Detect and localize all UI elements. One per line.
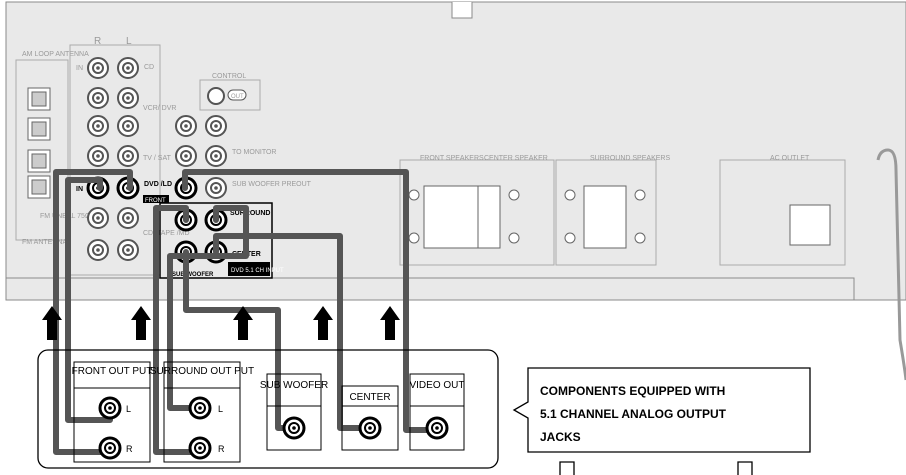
receiver-jack-l xyxy=(117,87,139,109)
video-out-label: VIDEO OUT xyxy=(409,380,464,391)
receiver-jack-r xyxy=(87,207,109,229)
dvd-ld-label: DVD /LD xyxy=(144,181,172,188)
surround-speakers-block: SURROUND SPEAKERS xyxy=(555,155,670,266)
tv-sat-label: TV / SAT xyxy=(143,155,172,162)
center-cable xyxy=(213,233,375,431)
surround-r-cable xyxy=(153,205,203,455)
component-surround-l-jack xyxy=(188,396,212,420)
receiver-jack-r xyxy=(87,145,109,167)
r-header: R xyxy=(94,36,101,47)
ac-outlet-label: AC OUTLET xyxy=(770,155,810,162)
receiver-jack-r xyxy=(87,57,109,79)
component-surround-r-jack xyxy=(188,436,212,460)
cd-tape-md-label: CD /TAPE /MD xyxy=(143,230,190,237)
l-header: L xyxy=(126,36,132,47)
surround-l-label: L xyxy=(218,404,223,414)
arrows xyxy=(42,306,400,340)
receiver-jack-r xyxy=(87,115,109,137)
receiver-jack-r xyxy=(87,87,109,109)
component-panel: FRONT OUT PUT SURROUND OUT PUT SUB WOOFE… xyxy=(37,349,499,469)
receiver-jack xyxy=(205,177,227,199)
receiver-jack-l xyxy=(117,145,139,167)
control-out-label: OUT xyxy=(231,94,244,100)
sub-woofer-preout-label: SUB WOOFER PREOUT xyxy=(232,181,312,188)
receiver-jack-l xyxy=(117,57,139,79)
receiver-jack-l xyxy=(117,207,139,229)
ac-cord xyxy=(876,148,906,381)
control-block: CONTROL OUT xyxy=(199,73,261,111)
video-cable xyxy=(182,169,435,433)
surround-label: SURROUND xyxy=(230,210,270,217)
component-subwoofer-jack xyxy=(282,416,306,440)
dvd-in-label: IN xyxy=(76,186,83,193)
center-output-label: CENTER xyxy=(349,392,390,403)
subwoofer-output-label: SUB WOOFER xyxy=(260,380,328,391)
callout-line-2: 5.1 CHANNEL ANALOG OUTPUT xyxy=(540,407,727,421)
analog-input-block: R L IN CD VCR/ DVR TV / SAT DVD /LD IN F… xyxy=(69,36,190,276)
surround-output-label-1: SURROUND OUT PUT xyxy=(150,366,254,377)
antenna-block: AM LOOP ANTENNA FM UNBAL 75Ω FM ANTENNA xyxy=(15,51,90,246)
receiver-jack-r xyxy=(87,239,109,261)
component-front-l-jack xyxy=(98,396,122,420)
vcr-dvr-label: VCR/ DVR xyxy=(143,105,176,112)
front-l-label: L xyxy=(126,404,131,414)
callout: COMPONENTS EQUIPPED WITH 5.1 CHANNEL ANA… xyxy=(512,367,811,475)
front-speakers-label: FRONT SPEAKERS xyxy=(420,155,484,162)
receiver-jack-l xyxy=(117,115,139,137)
surround-speakers-label: SURROUND SPEAKERS xyxy=(590,155,670,162)
callout-line-1: COMPONENTS EQUIPPED WITH xyxy=(540,384,725,398)
ac-outlet-block: AC OUTLET xyxy=(719,155,846,266)
front-badge: FRONT xyxy=(145,198,166,204)
front-speakers-block: FRONT SPEAKERS CENTER SPEAKER xyxy=(399,155,555,266)
dvd-51-badge: DVD 5.1 CH INPUT xyxy=(231,268,284,274)
arrow-up-icon xyxy=(131,306,151,340)
sub-woofer-input-label: SUB WOOFER xyxy=(172,272,214,278)
cd-label: CD xyxy=(144,64,154,71)
dvd-51-input-block: SURROUND CENTER SUB WOOFER DVD 5.1 CH IN… xyxy=(159,202,284,279)
cd-in-label: IN xyxy=(76,65,83,72)
component-center-jack xyxy=(358,416,382,440)
arrow-up-icon xyxy=(380,306,400,340)
am-loop-antenna-label: AM LOOP ANTENNA xyxy=(22,51,89,58)
front-output-label-1: FRONT OUT PUT xyxy=(72,366,153,377)
receiver-jack xyxy=(205,145,227,167)
receiver-jack xyxy=(205,115,227,137)
component-front-r-jack xyxy=(98,436,122,460)
arrow-up-icon xyxy=(42,306,62,340)
to-monitor-label: TO MONITOR xyxy=(232,149,276,156)
control-label: CONTROL xyxy=(212,73,246,80)
fm-antenna-label: FM ANTENNA xyxy=(22,239,67,246)
arrow-up-icon xyxy=(233,306,253,340)
receiver-jack xyxy=(175,145,197,167)
arrow-up-icon xyxy=(313,306,333,340)
front-r-label: R xyxy=(126,444,133,454)
center-speaker-label: CENTER SPEAKER xyxy=(484,155,548,162)
surround-l-cable xyxy=(167,205,249,411)
component-video-out-jack xyxy=(425,416,449,440)
callout-line-3: JACKS xyxy=(540,430,581,444)
receiver-jack-l xyxy=(117,239,139,261)
component-jacks xyxy=(98,396,449,460)
surround-r-label: R xyxy=(218,444,225,454)
receiver-rear-panel: AM LOOP ANTENNA FM UNBAL 75Ω FM ANTENNA … xyxy=(5,1,906,381)
receiver-jack xyxy=(175,115,197,137)
